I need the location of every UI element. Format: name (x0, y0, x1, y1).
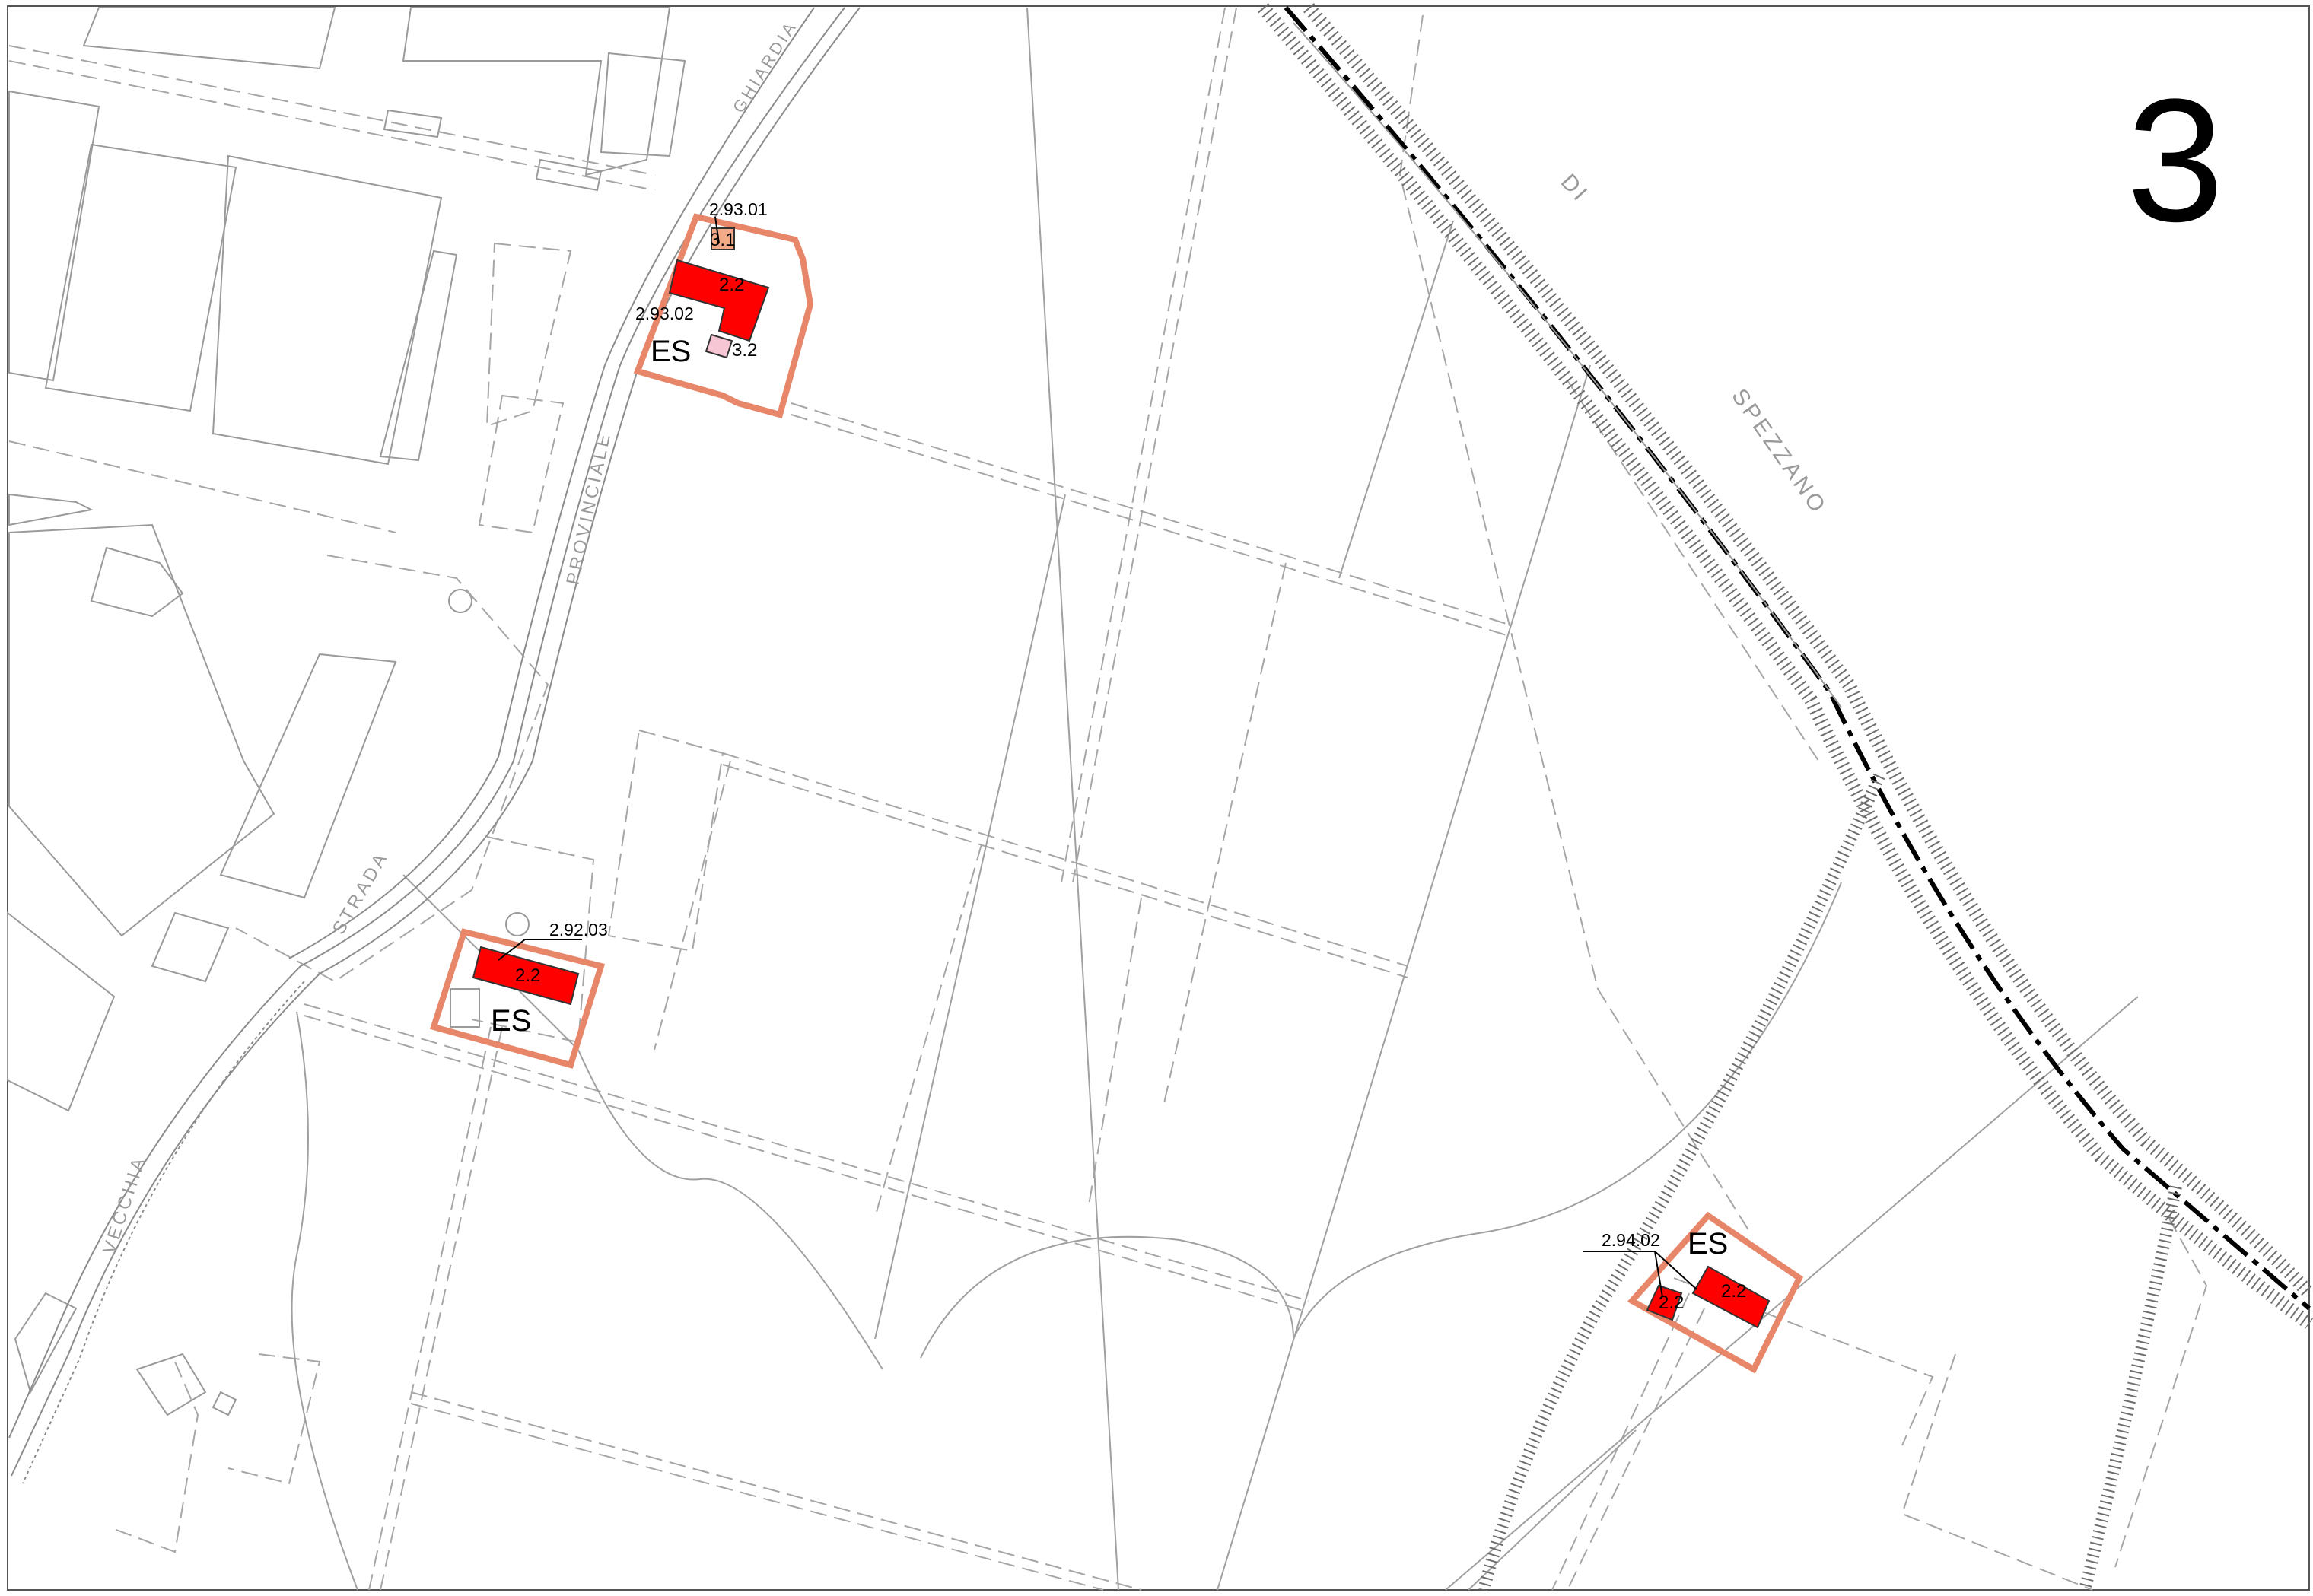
code-label-east: 2.94.02 (1602, 1230, 1660, 1250)
zone-label-middle: ES (491, 1004, 531, 1038)
zone-outline-east[interactable] (1627, 1211, 1804, 1374)
zone-label-east: ES (1688, 1227, 1728, 1261)
outbuilding-middle (450, 988, 480, 1028)
building-2-2-east-small[interactable] (1646, 1284, 1683, 1321)
street-name-di: DI (1556, 170, 1594, 208)
building-code-3-2-north: 3.2 (732, 340, 757, 361)
leader-line-east-2 (1654, 1251, 1663, 1298)
building-code-2-2-north: 2.2 (719, 275, 744, 295)
railway-embankment (1258, 3, 2313, 1592)
field-lines (291, 7, 2139, 1591)
street-name-strada: STRADA (329, 847, 393, 938)
street-name-vecchia: VECCHIA (99, 1152, 150, 1256)
base-buildings (7, 7, 686, 1416)
building-code-2-2-east-small: 2.2 (1659, 1292, 1684, 1313)
leader-line-north (714, 216, 720, 244)
building-2-2-north[interactable] (668, 259, 770, 342)
building-2-2-east-large[interactable] (1691, 1265, 1771, 1329)
site-north[interactable]: 2.93.01 2.93.02 3.1 2.2 3.2 ES (633, 199, 814, 418)
leader-line-east (1583, 1251, 1697, 1290)
zone-outline-middle[interactable] (429, 928, 606, 1069)
building-3-2-north[interactable] (705, 333, 733, 359)
site-middle[interactable]: 2.92.03 2.2 ES (429, 920, 608, 1069)
building-3-1-north[interactable] (711, 227, 735, 250)
building-code-3-1-north: 3.1 (710, 230, 735, 250)
street-name-spezzano: SPEZZANO (1726, 384, 1831, 520)
building-2-2-middle[interactable] (472, 946, 580, 1006)
street-name-provinciale: PROVINCIALE (562, 430, 615, 587)
zone-label-north: ES (651, 335, 691, 368)
map-frame (7, 5, 2310, 1591)
sheet-number: 3 (2127, 62, 2224, 258)
building-code-2-2-east-large: 2.2 (1721, 1281, 1746, 1302)
code-label-top-north: 2.93.01 (709, 199, 768, 219)
street-name-ghiardia: GHIARDIA (729, 17, 801, 116)
code-label-middle: 2.92.03 (549, 920, 608, 939)
leader-line-middle (498, 939, 582, 961)
parcel-boundaries (8, 7, 2208, 1591)
code-label-left-north: 2.93.02 (635, 304, 694, 323)
building-code-2-2-middle: 2.2 (515, 965, 540, 986)
zone-outline-north[interactable] (633, 213, 814, 418)
site-east[interactable]: 2.94.02 2.2 2.2 ES (1583, 1211, 1804, 1374)
